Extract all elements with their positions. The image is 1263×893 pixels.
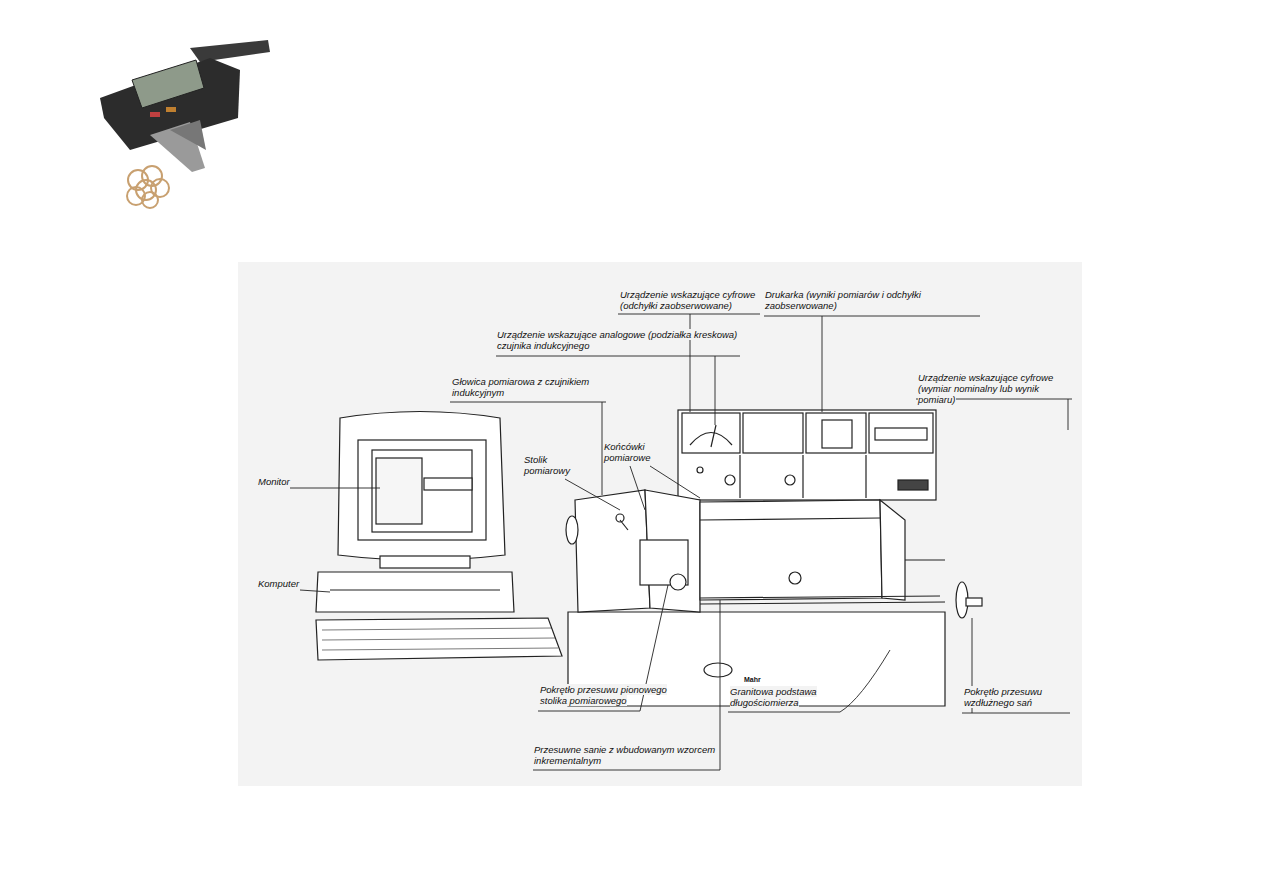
callout-label: Głowica pomiarowa z czujnikiem indukcyjn… bbox=[452, 376, 607, 398]
callout-label: Pokrętło przesuwu wzdłużnego sań bbox=[964, 686, 1074, 708]
machine-drawing bbox=[316, 410, 982, 706]
label-text: Przesuwne sanie z wbudowanym wzorcem ink… bbox=[534, 744, 715, 766]
callout-label: Komputer bbox=[258, 578, 318, 589]
label-text: Pokrętło przesuwu pionowego stolika pomi… bbox=[540, 684, 667, 706]
label-text: Komputer bbox=[258, 578, 299, 589]
callout-label: Stolik pomiarowy bbox=[524, 454, 584, 476]
label-text: Drukarka (wyniki pomiarów i odchyłki zao… bbox=[765, 289, 921, 311]
callout-label: Urządzenie wskazujące analogowe (podział… bbox=[497, 329, 742, 351]
caliper-photo bbox=[100, 40, 270, 208]
callout-label: Urządzenie wskazujące cyfrowe (wymiar no… bbox=[918, 372, 1073, 405]
label-text: Urządzenie wskazujące cyfrowe (wymiar no… bbox=[918, 372, 1053, 405]
label-text: Pokrętło przesuwu wzdłużnego sań bbox=[964, 686, 1042, 708]
label-text: Granitowa podstawa długościomierza bbox=[730, 686, 817, 708]
callout-label: Monitor bbox=[258, 476, 318, 487]
label-text: Stolik pomiarowy bbox=[524, 454, 570, 476]
callout-label: Drukarka (wyniki pomiarów i odchyłki zao… bbox=[765, 289, 980, 311]
callout-label: Granitowa podstawa długościomierza bbox=[730, 686, 842, 708]
label-text: Urządzenie wskazujące cyfrowe (odchyłki … bbox=[620, 289, 755, 311]
label-text: Mahr bbox=[744, 676, 761, 683]
leader-lines bbox=[290, 314, 1072, 770]
label-text: Głowica pomiarowa z czujnikiem indukcyjn… bbox=[452, 376, 589, 398]
callout-label: Końcówki pomiarowe bbox=[604, 441, 664, 463]
callout-label: Przesuwne sanie z wbudowanym wzorcem ink… bbox=[534, 744, 724, 766]
callout-label: Urządzenie wskazujące cyfrowe (odchyłki … bbox=[620, 289, 760, 311]
label-text: Monitor bbox=[258, 476, 290, 487]
label-text: Końcówki pomiarowe bbox=[604, 441, 650, 463]
callout-label: Pokrętło przesuwu pionowego stolika pomi… bbox=[540, 684, 690, 706]
label-text: Urządzenie wskazujące analogowe (podział… bbox=[497, 329, 737, 351]
scan-ground bbox=[238, 262, 1082, 786]
brand-logo: Mahr bbox=[744, 674, 761, 685]
